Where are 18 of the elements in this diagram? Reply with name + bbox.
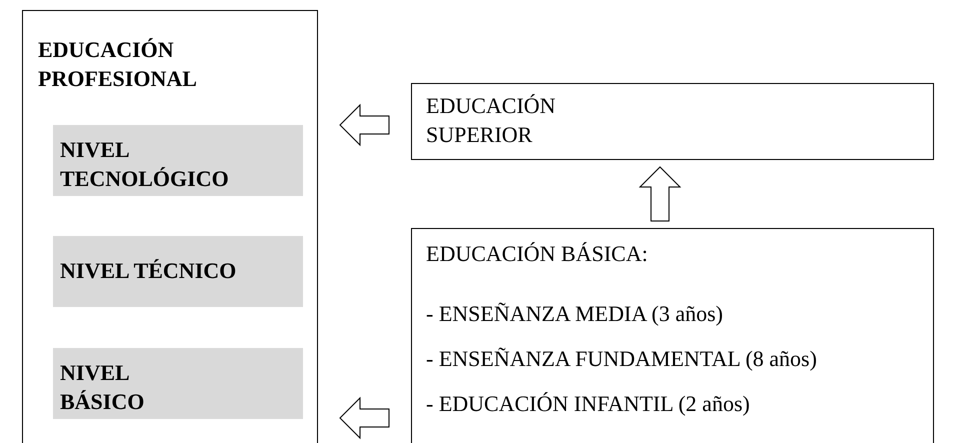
list-item: - ENSEÑANZA MEDIA (3 años): [426, 300, 724, 328]
process-box: [411, 228, 934, 443]
node-title: NIVEL TÉCNICO: [60, 257, 238, 285]
level-box: [53, 125, 303, 196]
group-box: [22, 10, 318, 443]
block-arrow: [638, 166, 682, 222]
level-box: [53, 348, 303, 419]
process-box: [411, 83, 934, 160]
level-box: [53, 236, 303, 307]
block-arrow: [339, 396, 390, 440]
node-title: EDUCACIÓN BÁSICA:: [426, 240, 649, 268]
node-title: NIVEL BÁSICO: [60, 359, 146, 416]
list-item: - ENSEÑANZA FUNDAMENTAL (8 años): [426, 345, 818, 373]
block-arrow: [339, 104, 390, 146]
node-title: EDUCACIÓN SUPERIOR: [426, 92, 557, 149]
node-title: EDUCACIÓN PROFESIONAL: [38, 36, 198, 93]
node-title: NIVEL TECNOLÓGICO: [60, 136, 230, 193]
list-item: - EDUCACIÓN INFANTIL (2 años): [426, 390, 751, 418]
